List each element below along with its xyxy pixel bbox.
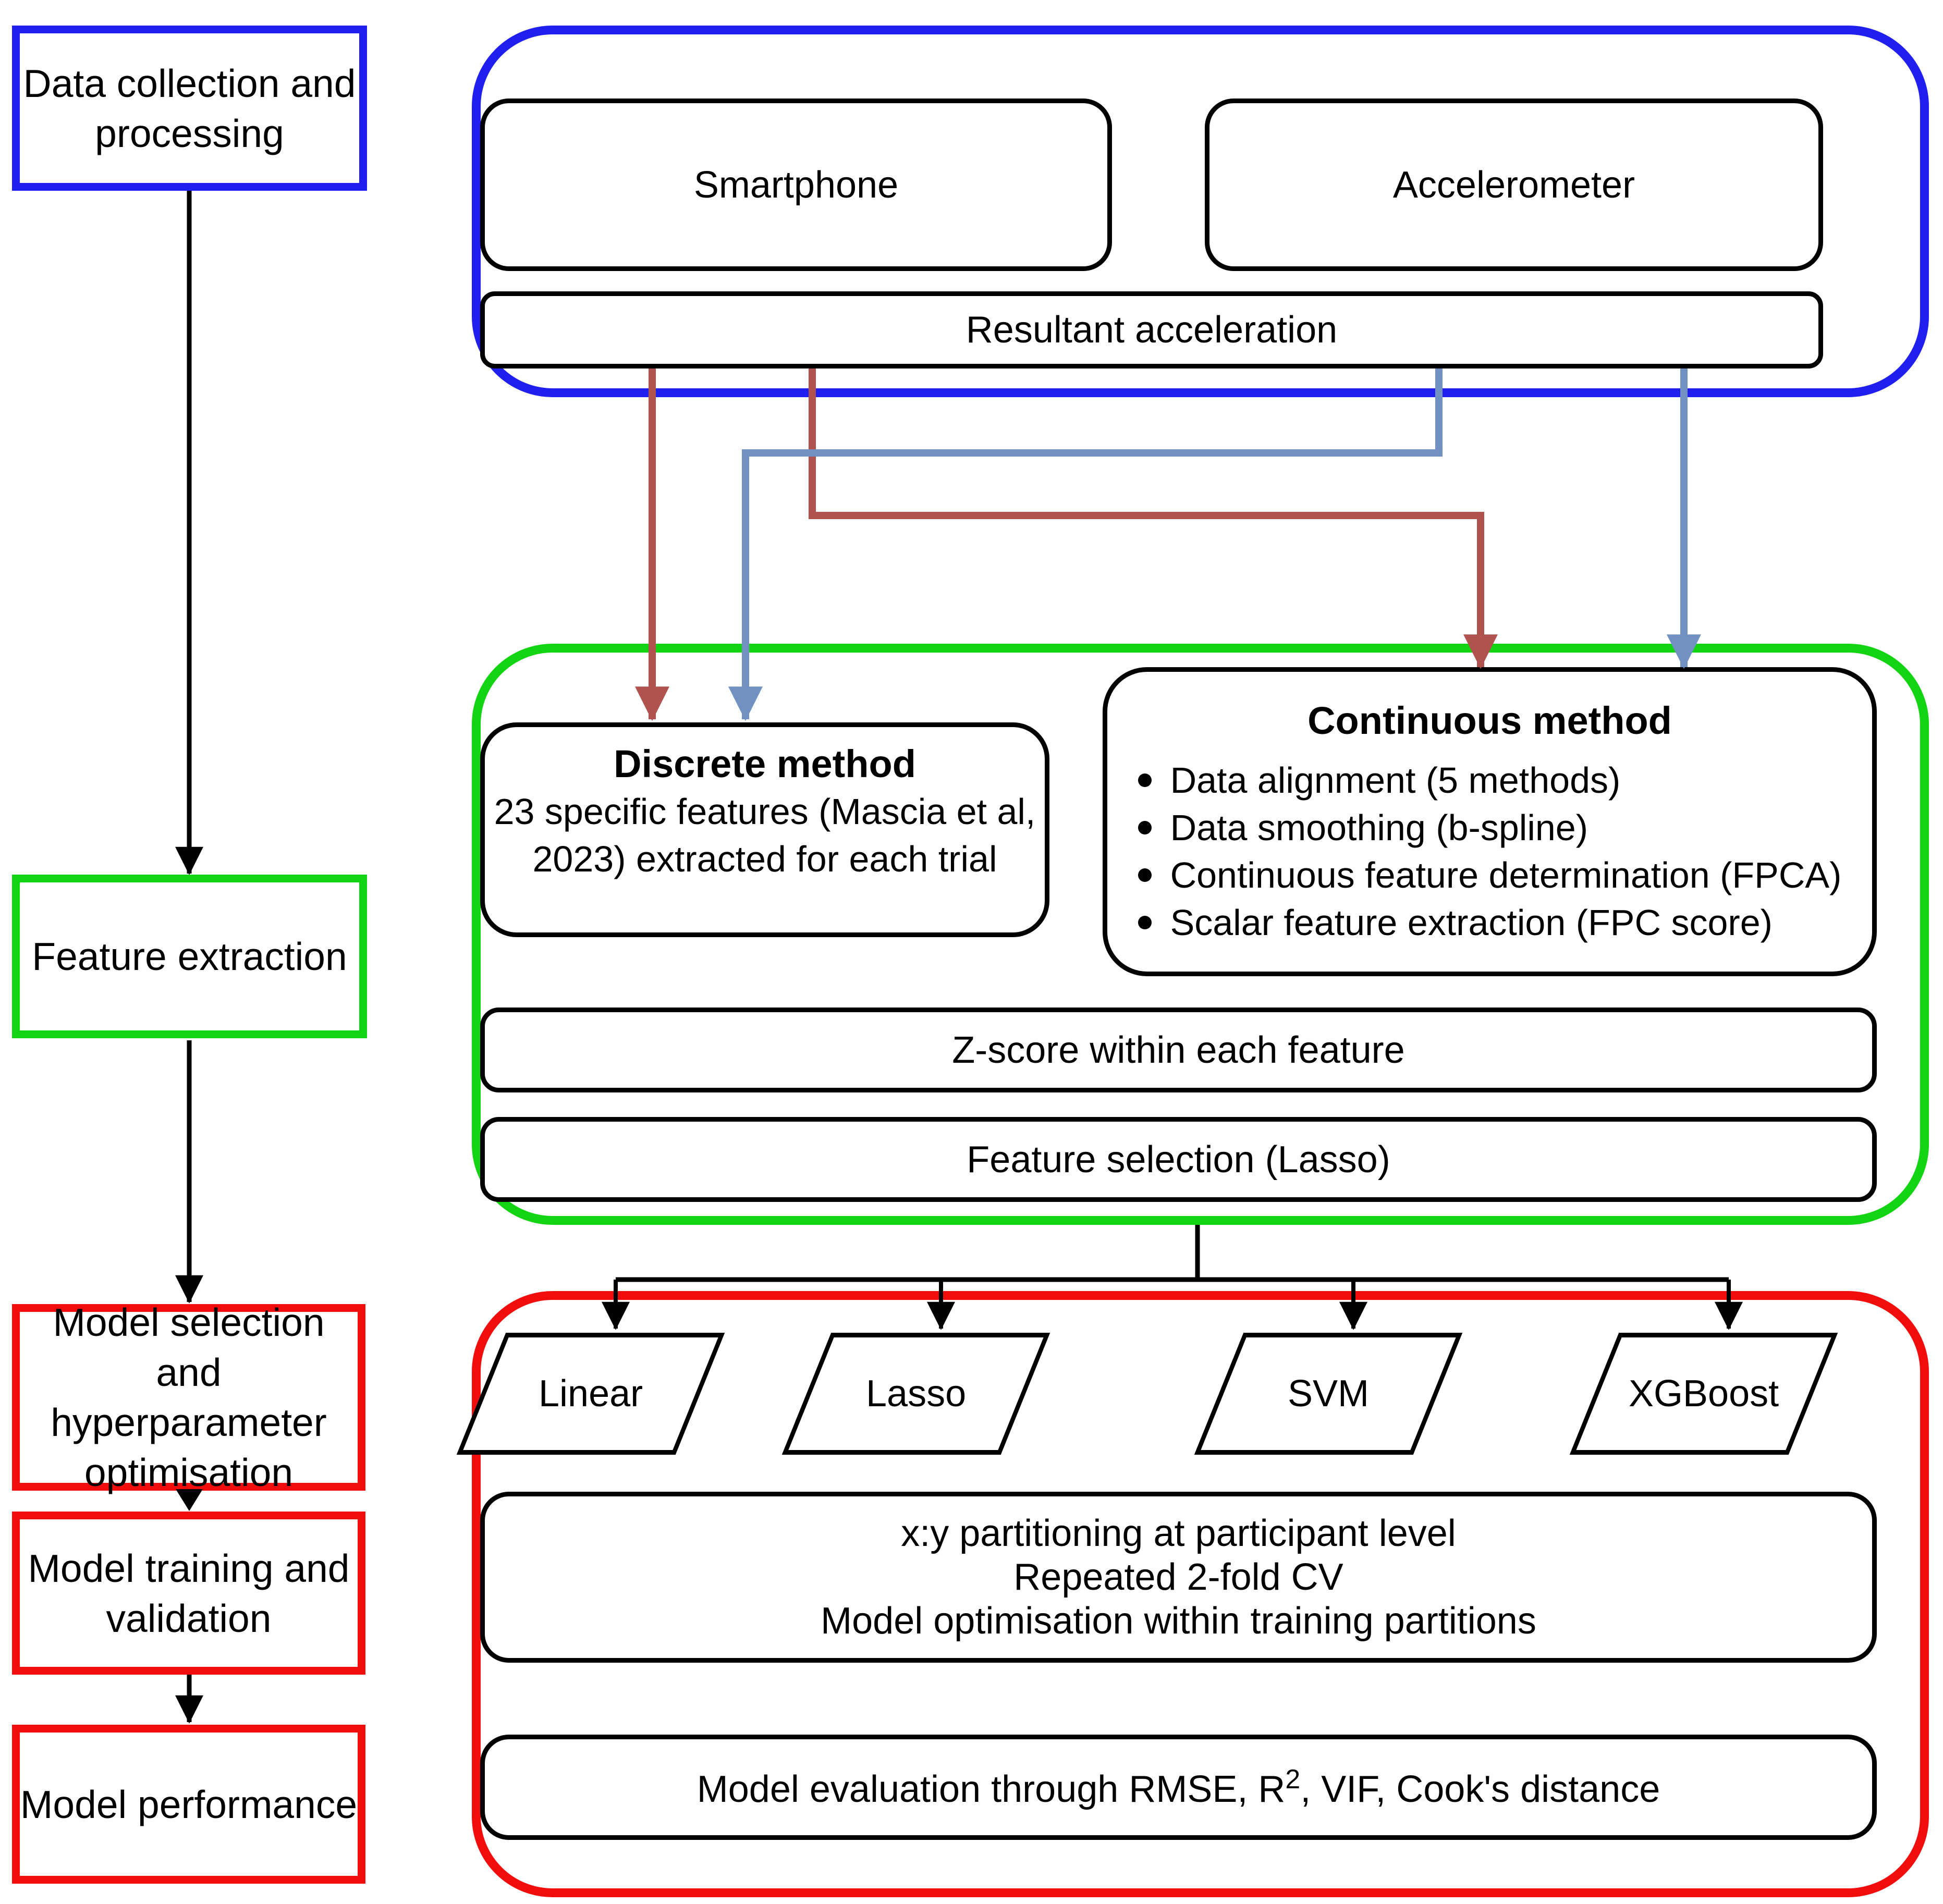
bullet-text: Data alignment (5 methods) (1170, 759, 1621, 801)
smartphone-node: Smartphone (480, 99, 1112, 271)
discrete-method-title: Discrete method (614, 742, 916, 785)
stage-data-collection: Data collection and processing (12, 26, 367, 191)
list-item: Data alignment (5 methods) (1138, 757, 1621, 804)
model-linear-label: Linear (538, 1373, 643, 1415)
feature-selection-node: Feature selection (Lasso) (480, 1117, 1877, 1202)
partitioning-node: x:y partitioning at participant level Re… (480, 1492, 1877, 1663)
continuous-method-node: Continuous method Data alignment (5 meth… (1103, 667, 1877, 976)
model-svm-label: SVM (1287, 1373, 1370, 1415)
bullet-icon (1138, 868, 1152, 882)
stage-model-selection: Model selection and hyperparameter optim… (12, 1300, 365, 1494)
discrete-method-node: Discrete method 23 specific features (Ma… (480, 722, 1049, 937)
stage-model-training: Model training and validation (12, 1512, 365, 1675)
bullet-icon (1138, 773, 1152, 787)
evaluation-node: Model evaluation through RMSE, R2, VIF, … (480, 1735, 1877, 1840)
bullet-text: Data smoothing (b-spline) (1170, 807, 1588, 848)
bullet-icon (1138, 916, 1152, 929)
list-item: Data smoothing (b-spline) (1138, 804, 1588, 852)
zscore-node: Z-score within each feature (480, 1008, 1877, 1092)
stage-model-performance: Model performance (12, 1725, 365, 1884)
list-item: Continuous feature determination (FPCA) (1138, 852, 1842, 899)
list-item: Scalar feature extraction (FPC score) (1138, 899, 1773, 947)
discrete-method-body: 23 specific features (Mascia et al, 2023… (494, 791, 1036, 880)
bullet-text: Continuous feature determination (FPCA) (1170, 854, 1842, 895)
resultant-acceleration-node: Resultant acceleration (480, 291, 1823, 368)
model-lasso-label: Lasso (865, 1373, 967, 1415)
continuous-method-title: Continuous method (1307, 699, 1672, 742)
smartphone-to-continuous-arrow (809, 368, 1498, 669)
stage-feature-extraction: Feature extraction (12, 875, 367, 1038)
evaluation-text: Model evaluation through RMSE, R2, VIF, … (696, 1763, 1660, 1810)
accelerometer-node: Accelerometer (1205, 99, 1823, 271)
bullet-text: Scalar feature extraction (FPC score) (1170, 902, 1773, 943)
bullet-icon (1138, 821, 1152, 834)
model-xgboost-label: XGBoost (1628, 1373, 1779, 1415)
